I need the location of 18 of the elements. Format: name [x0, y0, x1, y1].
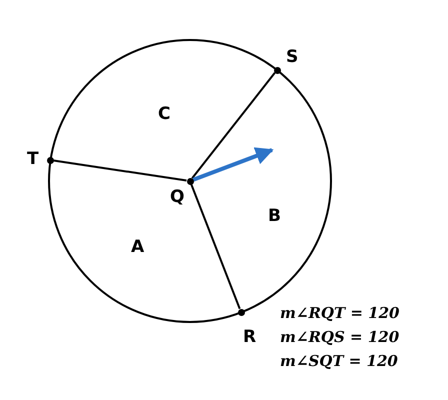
- point-dot: [186, 178, 194, 184]
- point-dot: [46, 156, 54, 164]
- point-dot: [274, 66, 280, 74]
- point-label: Q: [170, 187, 184, 207]
- angle-measure: m∠RQT = 120: [280, 304, 400, 322]
- spinner-arrow: [192, 147, 274, 182]
- angle-measure: m∠SQT = 120: [280, 352, 398, 370]
- radius-line: [190, 184, 241, 310]
- point-label: S: [286, 47, 298, 67]
- point-dot: [238, 308, 244, 316]
- radius-line: [191, 72, 276, 179]
- region-label: A: [131, 237, 144, 257]
- angle-measure: m∠RQS = 120: [280, 328, 400, 346]
- radius-line: [53, 160, 187, 182]
- region-label: C: [158, 104, 170, 124]
- point-label: R: [243, 327, 256, 347]
- point-label: T: [27, 149, 39, 169]
- region-label: B: [268, 206, 281, 226]
